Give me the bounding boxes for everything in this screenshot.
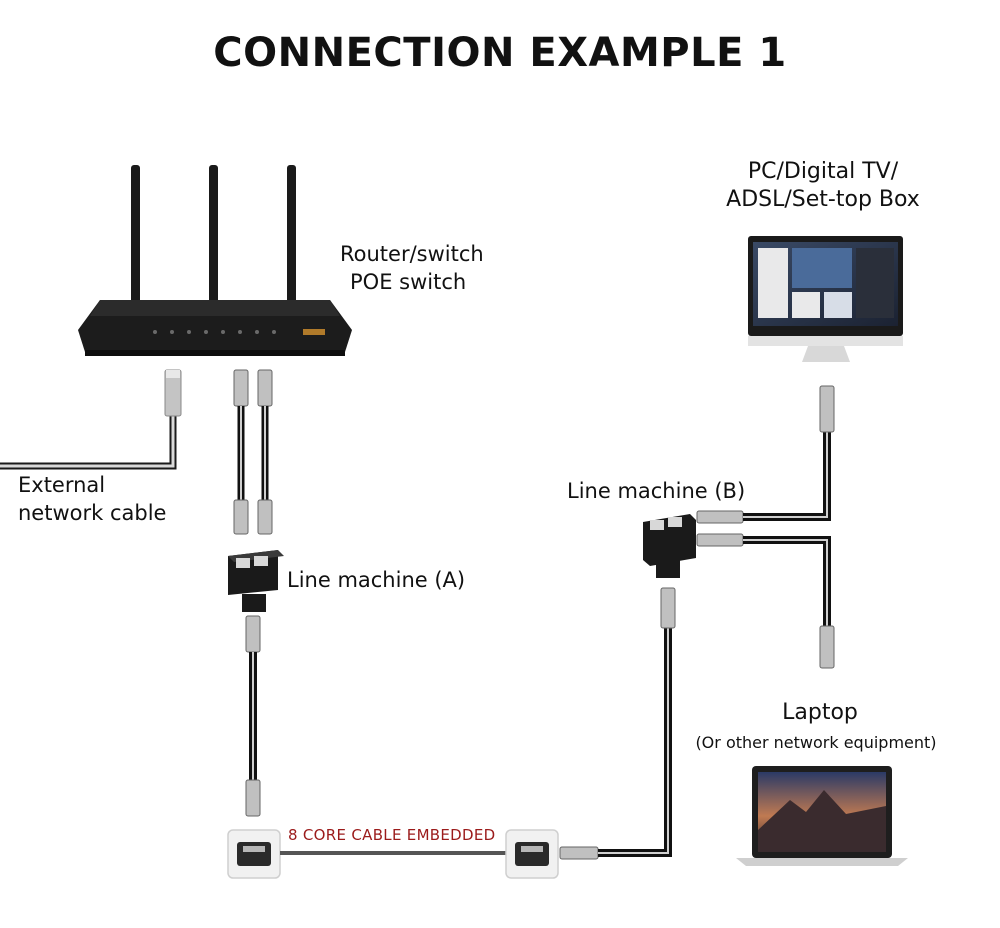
wall-socket-left <box>227 829 281 879</box>
cable-a-to-socket <box>245 615 261 817</box>
line-machine-a-label: Line machine (A) <box>287 568 466 592</box>
laptop-label: Laptop <box>782 700 858 725</box>
router-label-line2: POE switch <box>350 270 467 294</box>
laptop-icon <box>736 766 908 866</box>
router-label: Router/switch POE switch <box>340 240 484 296</box>
external-cable-label: External network cable <box>18 471 166 527</box>
pc-label-line2: ADSL/Set-top Box <box>726 187 920 212</box>
router-label-line1: Router/switch <box>340 242 484 266</box>
cable-socket-to-b <box>559 587 676 860</box>
laptop-sub-label: (Or other network equipment) <box>695 733 937 752</box>
pc-monitor-icon <box>748 236 903 362</box>
pc-label: PC/Digital TV/ ADSL/Set-top Box <box>720 158 926 214</box>
pc-label-line1: PC/Digital TV/ <box>747 159 899 184</box>
page-title: CONNECTION EXAMPLE 1 <box>213 30 787 76</box>
router-icon <box>78 165 352 356</box>
patch-cables-a <box>233 369 273 535</box>
line-machine-b-label: Line machine (B) <box>567 479 746 503</box>
wall-socket-right <box>505 829 559 879</box>
external-cable <box>0 369 182 470</box>
external-label-line2: network cable <box>18 501 167 525</box>
line-machine-b-icon <box>643 514 696 578</box>
external-label-line1: External <box>18 473 106 497</box>
cables-b-out <box>696 385 835 669</box>
embedded-cable-label: 8 CORE CABLE EMBEDDED <box>288 826 496 844</box>
line-machine-a-icon <box>228 550 284 612</box>
